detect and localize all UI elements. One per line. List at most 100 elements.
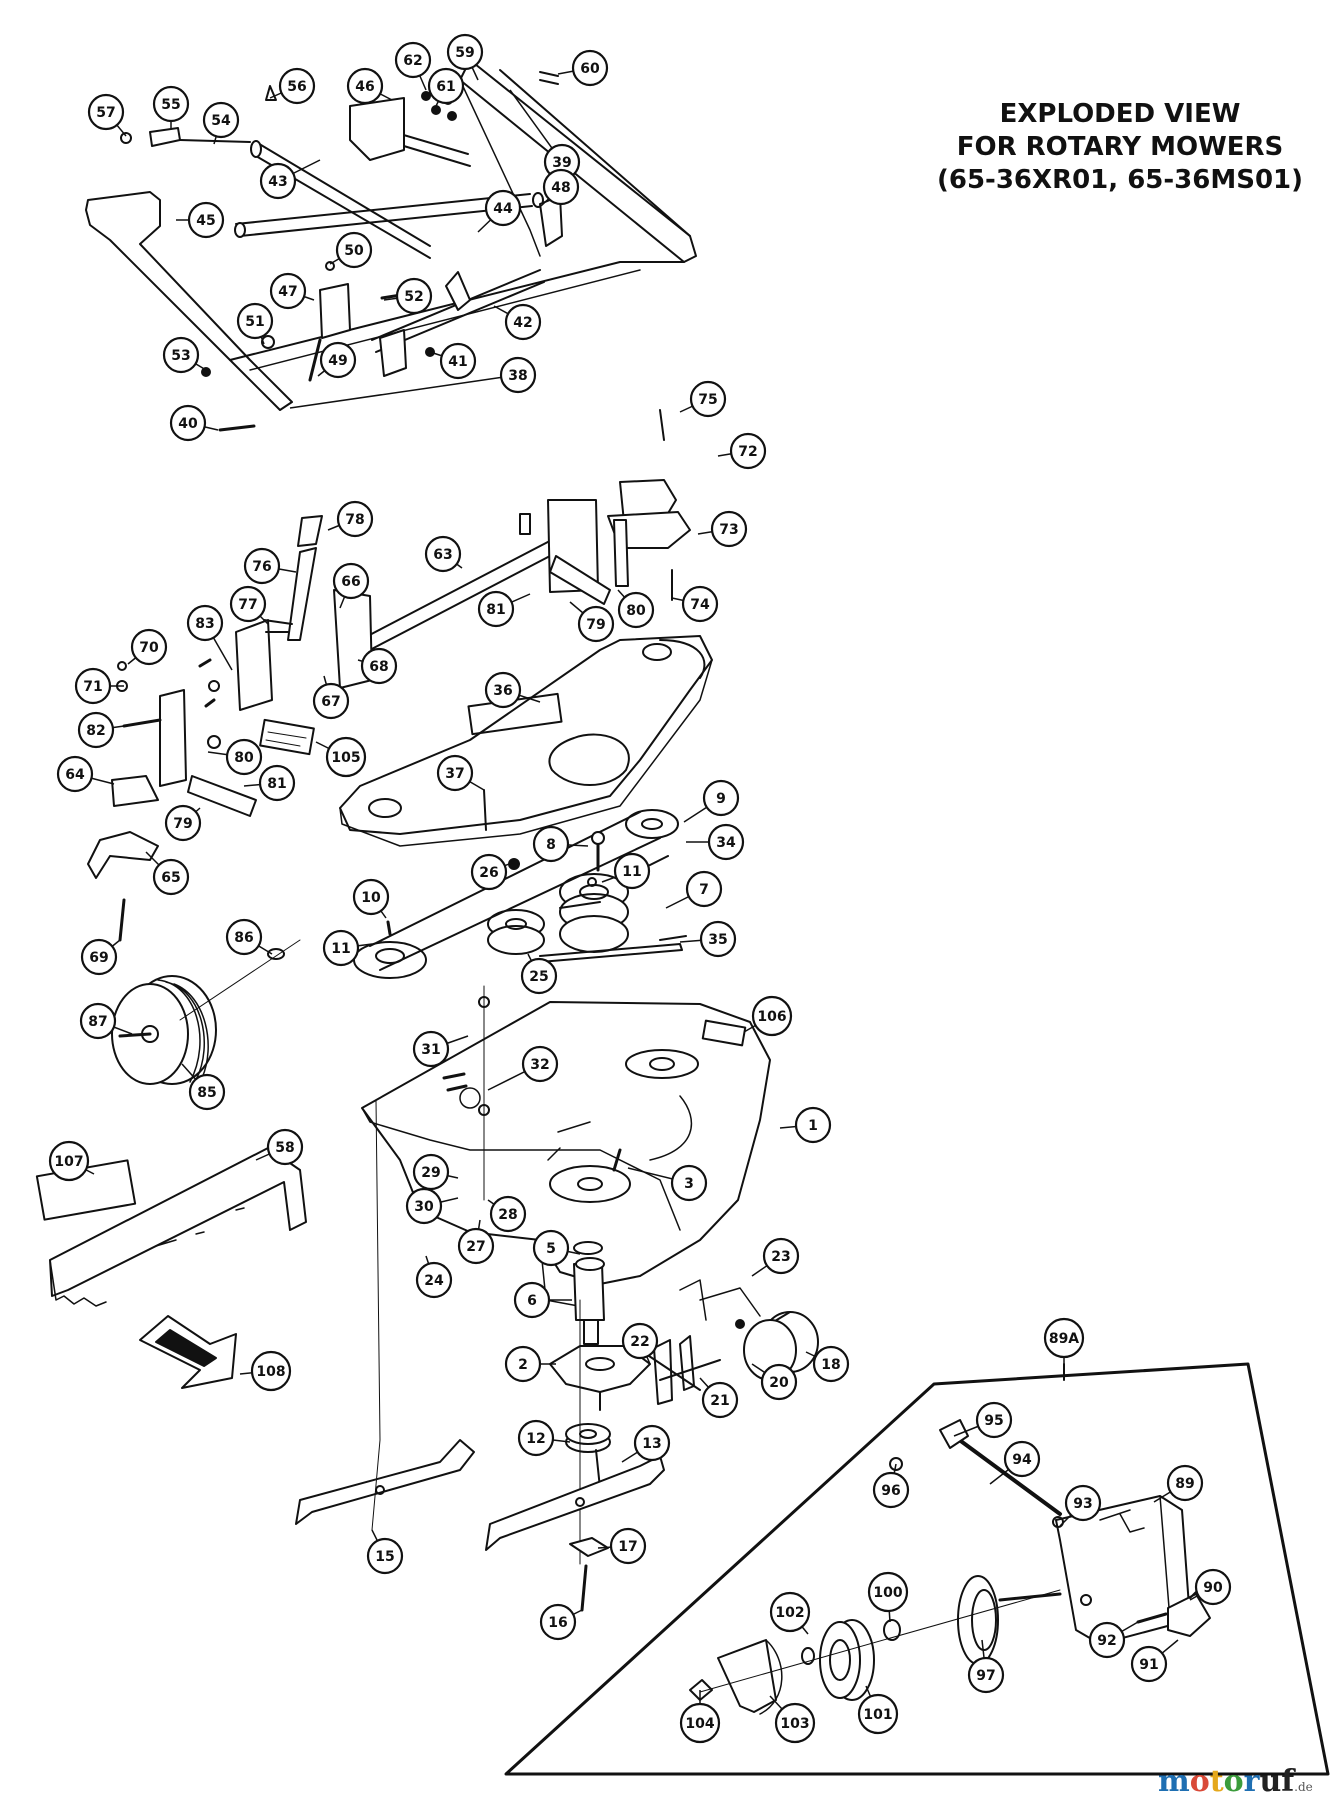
- callout-102: 102: [769, 1591, 811, 1635]
- callout-bubble: [504, 303, 542, 341]
- callout-59: 59: [446, 33, 484, 81]
- callout-number: 81: [267, 776, 286, 792]
- callout-number: 46: [355, 79, 374, 95]
- callout-5: 5: [532, 1229, 581, 1267]
- callout-38: 38: [289, 356, 537, 409]
- callout-57: 57: [87, 93, 127, 137]
- callout-16: 16: [539, 1603, 583, 1641]
- callout-9: 9: [683, 779, 740, 823]
- callout-bubble: [1194, 1568, 1232, 1606]
- callout-74: 74: [671, 585, 719, 623]
- callout-bubble: [613, 852, 651, 890]
- callout-bubble: [225, 738, 263, 776]
- callout-79: 79: [569, 601, 615, 643]
- callout-17: 17: [597, 1527, 647, 1565]
- callout-number: 64: [65, 767, 85, 783]
- callout-bubble: [520, 957, 558, 995]
- callout-bubble: [187, 201, 225, 239]
- callout-number: 67: [321, 694, 340, 710]
- callout-number: 53: [171, 348, 190, 364]
- callout-number: 17: [618, 1539, 637, 1555]
- callout-bubble: [258, 764, 296, 802]
- callout-bubble: [617, 591, 655, 629]
- callout-bubble: [325, 736, 367, 778]
- callout-number: 30: [414, 1199, 434, 1215]
- callout-7: 7: [665, 870, 723, 909]
- callout-bubble: [621, 1322, 659, 1360]
- callout-bubble: [857, 1693, 899, 1735]
- callout-95: 95: [953, 1401, 1013, 1439]
- callout-108: 108: [239, 1350, 292, 1392]
- callout-56: 56: [269, 67, 316, 105]
- callout-101: 101: [857, 1685, 899, 1735]
- callout-bubble: [729, 432, 767, 470]
- callout-26: 26: [470, 853, 515, 891]
- deck-cover: [339, 635, 713, 847]
- callout-80: 80: [617, 589, 655, 629]
- callout-number: 41: [448, 354, 467, 370]
- callout-number: 105: [331, 750, 360, 766]
- callout-bubble: [794, 1106, 832, 1144]
- callout-77: 77: [229, 585, 269, 625]
- callout-bubble: [1064, 1484, 1102, 1522]
- pulleys-and-belts: [353, 809, 687, 979]
- callout-bubble: [504, 1345, 542, 1383]
- callout-number: 63: [433, 547, 452, 563]
- callout-number: 89: [1175, 1476, 1194, 1492]
- callout-number: 92: [1097, 1633, 1116, 1649]
- callout-number: 16: [548, 1615, 567, 1631]
- callout-bubble: [484, 189, 522, 227]
- callout-number: 86: [234, 930, 253, 946]
- callout-number: 81: [486, 602, 505, 618]
- callout-bubble: [769, 1591, 811, 1633]
- callout-bubble: [394, 41, 432, 79]
- callout-100: 100: [867, 1571, 909, 1623]
- callout-bubble: [319, 341, 357, 379]
- callout-number: 106: [757, 1009, 786, 1025]
- callout-bubble: [774, 1702, 816, 1744]
- callout-number: 102: [775, 1605, 804, 1621]
- callout-number: 75: [698, 392, 717, 408]
- callout-number: 52: [404, 289, 423, 305]
- callout-number: 37: [445, 766, 464, 782]
- callout-number: 89A: [1049, 1331, 1079, 1347]
- callout-number: 51: [245, 314, 264, 330]
- callout-number: 87: [88, 1014, 107, 1030]
- callout-1: 1: [779, 1106, 832, 1144]
- diagram-title: EXPLODED VIEW FOR ROTARY MOWERS (65-36XR…: [930, 98, 1310, 197]
- callout-87: 87: [79, 1002, 133, 1040]
- callout-67: 67: [312, 675, 350, 720]
- callout-number: 42: [513, 315, 532, 331]
- callout-number: 62: [403, 53, 422, 69]
- callout-number: 43: [268, 174, 287, 190]
- callout-89: 89: [1153, 1464, 1204, 1503]
- title-line-2: FOR ROTARY MOWERS: [956, 132, 1284, 162]
- callout-bubble: [48, 1140, 90, 1182]
- callout-63: 63: [424, 535, 463, 573]
- callout-number: 9: [716, 791, 726, 807]
- callout-47: 47: [269, 272, 315, 310]
- callout-number: 104: [685, 1716, 714, 1732]
- callout-number: 85: [197, 1085, 216, 1101]
- spindle-assembly: [549, 1241, 819, 1565]
- callout-bubble: [77, 711, 115, 749]
- callout-number: 47: [278, 284, 297, 300]
- callout-92: 92: [1088, 1621, 1139, 1659]
- callout-51: 51: [236, 302, 274, 345]
- callout-number: 8: [546, 837, 556, 853]
- callout-23: 23: [751, 1237, 800, 1277]
- callout-bubble: [412, 1153, 450, 1191]
- callout-50: 50: [329, 231, 373, 269]
- callout-11: 11: [322, 929, 373, 967]
- callout-91: 91: [1130, 1639, 1179, 1683]
- callout-number: 38: [508, 368, 527, 384]
- callout-bubble: [542, 168, 580, 206]
- callout-number: 108: [256, 1364, 285, 1380]
- callout-number: 83: [195, 616, 214, 632]
- callout-36: 36: [484, 671, 541, 709]
- callout-bubble: [424, 535, 462, 573]
- callout-bubble: [489, 1195, 527, 1233]
- callout-bubble: [427, 67, 465, 105]
- callout-number: 29: [421, 1165, 440, 1181]
- callout-number: 24: [424, 1273, 444, 1289]
